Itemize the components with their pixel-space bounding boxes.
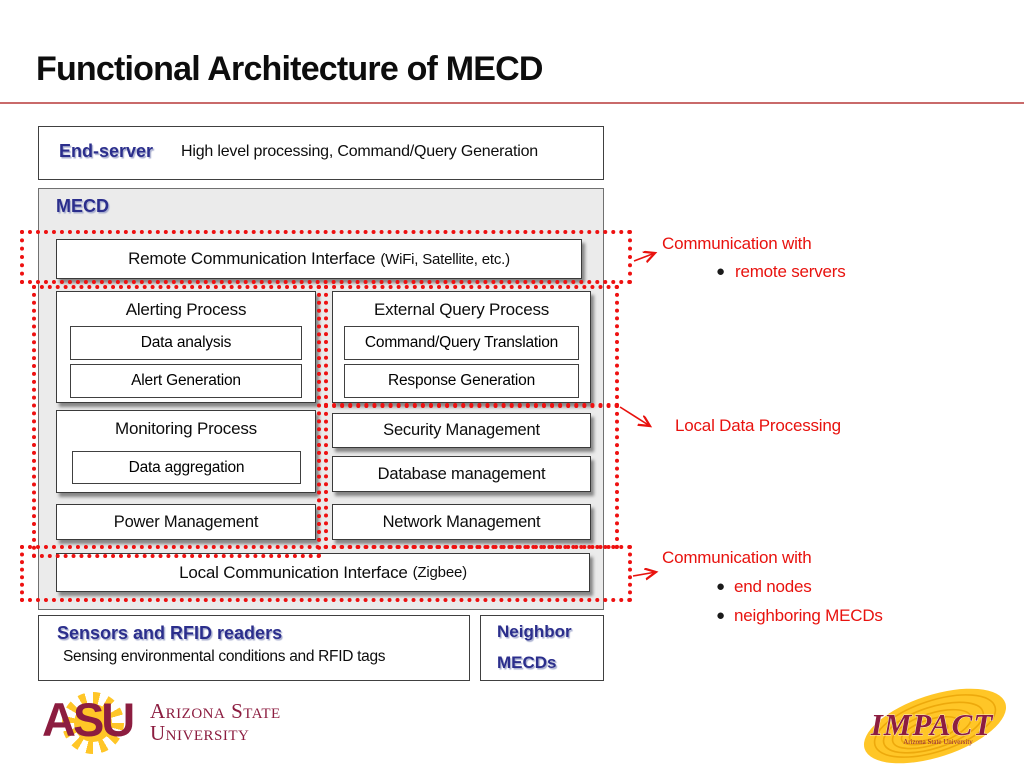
annotation-nodes-bullet-2: neighboring MECDs (734, 606, 883, 625)
local-interface-detail: (Zigbee) (412, 564, 467, 581)
title-underline (0, 102, 1024, 104)
neighbor-label-line1: Neighbor (497, 622, 572, 641)
neighbor-label-line2: MECDs (497, 653, 557, 672)
local-communication-interface-box: Local Communication Interface (Zigbee) (56, 553, 590, 592)
asu-logo-wordmark: Arizona State University (150, 700, 281, 744)
asu-sunburst-core-icon (74, 704, 112, 742)
monitoring-process-title: Monitoring Process (115, 419, 257, 438)
alert-generation-box: Alert Generation (70, 364, 302, 398)
impact-logo-text: IMPACT (870, 707, 994, 742)
asu-logo-acronym: ASU (42, 693, 135, 746)
bullet-icon: ● (716, 578, 726, 595)
security-management-box: Security Management (332, 413, 591, 448)
remote-interface-detail: (WiFi, Satellite, etc.) (380, 250, 510, 268)
data-aggregation-box: Data aggregation (72, 451, 301, 484)
mecd-label: MECD (56, 196, 109, 216)
network-management-box: Network Management (332, 504, 591, 540)
bullet-icon: ● (716, 607, 726, 624)
power-management-box: Power Management (56, 504, 316, 540)
response-generation-box: Response Generation (344, 364, 579, 398)
local-interface-text: Local Communication Interface (179, 562, 408, 582)
sensors-rfid-label: Sensors and RFID readers (57, 623, 283, 643)
end-server-label: End-server (59, 141, 154, 161)
bullet-icon: ● (716, 263, 726, 280)
impact-logo: IMPACT Arizona State University (863, 688, 1007, 764)
arrow-local-data-processing (619, 406, 650, 426)
annotation-nodes-bullet-1: end nodes (734, 577, 812, 596)
sensors-rfid-box: Sensors and RFID readers Sensing environ… (38, 615, 470, 681)
neighbor-mecds-box: Neighbor MECDs (480, 615, 604, 681)
alerting-process-title: Alerting Process (125, 300, 247, 319)
impact-logo-subtitle: Arizona State University (903, 738, 973, 746)
asu-wordmark-line2: University (150, 721, 250, 745)
database-management-box: Database management (332, 456, 591, 492)
end-server-box: End-server High level processing, Comman… (38, 126, 604, 180)
annotation-local-data-processing: Local Data Processing (675, 416, 841, 435)
arrow-remote-servers (633, 253, 655, 261)
asu-wordmark-line1: Arizona State (150, 699, 281, 723)
impact-swirl-icon (863, 688, 1007, 764)
end-server-description: High level processing, Command/Query Gen… (181, 143, 538, 160)
arrow-end-nodes (632, 572, 656, 576)
data-analysis-box: Data analysis (70, 326, 302, 360)
annotation-remote-title: Communication with (662, 234, 812, 253)
external-query-process-title: External Query Process (373, 300, 550, 319)
annotation-remote-bullet-1: remote servers (735, 262, 846, 281)
page-title: Functional Architecture of MECD (36, 50, 543, 88)
sensors-rfid-description: Sensing environmental conditions and RFI… (63, 648, 386, 665)
command-query-translation-box: Command/Query Translation (344, 326, 579, 360)
remote-communication-interface-box: Remote Communication Interface (WiFi, Sa… (56, 239, 582, 279)
annotation-nodes-title: Communication with (662, 548, 812, 567)
remote-interface-text: Remote Communication Interface (128, 249, 376, 268)
